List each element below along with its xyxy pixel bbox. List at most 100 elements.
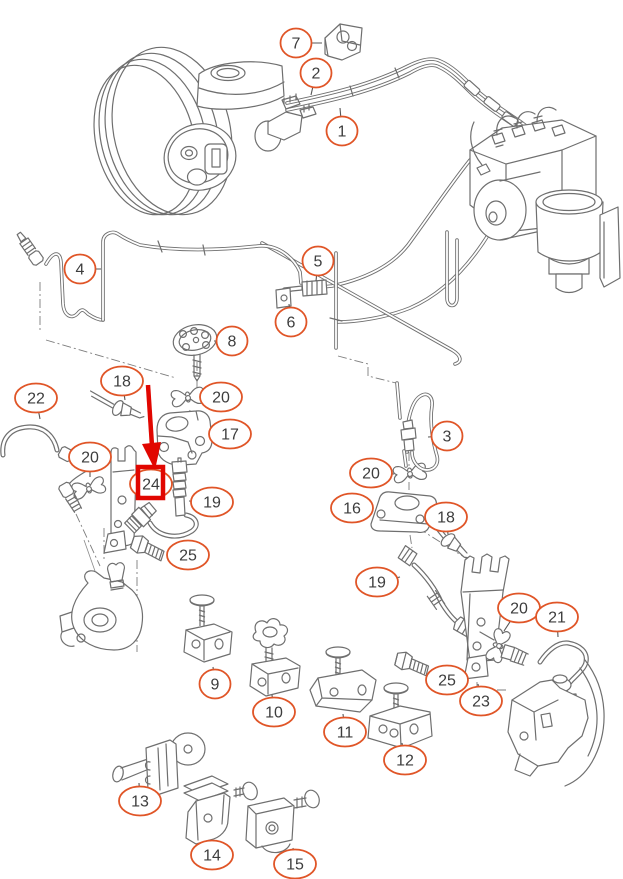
clip-11-drawing — [309, 646, 377, 713]
callout-circle — [198, 668, 232, 700]
callout-circle — [100, 365, 144, 397]
callout-22[interactable]: 22 — [14, 382, 58, 420]
clip-14-drawing — [183, 775, 258, 845]
callout-circle — [424, 501, 468, 533]
callout-number: 23 — [472, 694, 490, 711]
callout-circle — [459, 685, 503, 717]
callout-number: 11 — [337, 725, 354, 742]
callout-25-left[interactable]: 25 — [166, 539, 210, 571]
callout-7[interactable]: 7 — [279, 27, 323, 59]
callout-circle — [68, 441, 112, 473]
callout-20-top[interactable]: 20 — [199, 381, 243, 413]
front-caliper-drawing — [59, 539, 144, 651]
highlight-arrow-shaft — [145, 384, 155, 447]
highlight-arrow-head — [142, 442, 161, 470]
callout-15[interactable]: 15 — [273, 847, 317, 879]
callout-11[interactable]: 11 — [323, 713, 367, 748]
brake-pipes-drawing — [44, 57, 536, 420]
callout-number: 20 — [81, 450, 99, 467]
callout-17[interactable]: 17 — [208, 418, 252, 450]
callout-13[interactable]: 13 — [118, 782, 162, 817]
callout-19-right[interactable]: 19 — [355, 566, 401, 598]
callout-circle — [430, 420, 464, 452]
callout-number: 20 — [212, 390, 230, 407]
bracket-17-drawing — [156, 410, 213, 466]
callout-number: 25 — [438, 673, 456, 690]
highlight-box — [135, 464, 166, 501]
callout-circle — [190, 839, 234, 871]
clip-12-drawing — [367, 682, 433, 749]
callout-number: 19 — [368, 575, 386, 592]
callout-23[interactable]: 23 — [459, 683, 503, 717]
callout-20-mid[interactable]: 20 — [349, 457, 395, 489]
callout-number: 22 — [27, 391, 45, 408]
clip-15-drawing — [245, 789, 320, 854]
callout-number: 16 — [343, 501, 361, 518]
callout-2[interactable]: 2 — [299, 57, 333, 96]
hose-19-left-drawing — [124, 457, 199, 539]
callout-circle — [166, 539, 210, 571]
callout-number: 7 — [292, 36, 301, 53]
callout-circle — [199, 381, 243, 413]
pin-18-left-drawing — [89, 390, 145, 419]
callout-circle — [190, 486, 234, 518]
hose-22-drawing — [0, 424, 90, 513]
callout-3[interactable]: 3 — [427, 420, 464, 452]
callout-number: 20 — [362, 466, 380, 483]
callout-4[interactable]: 4 — [63, 253, 102, 285]
clip-13-drawing — [112, 732, 206, 797]
callout-number: 19 — [203, 495, 221, 512]
rear-caliper-drawing — [507, 659, 605, 787]
callout-number: 15 — [286, 857, 304, 874]
callout-number: 13 — [131, 794, 149, 811]
bolt-25-bottom-drawing — [393, 649, 432, 677]
fluid-reservoir-drawing — [196, 61, 285, 110]
callout-number: 25 — [179, 548, 197, 565]
pipe-4-fitting-drawing — [16, 231, 44, 266]
callout-number: 2 — [312, 66, 321, 83]
callout-circle — [279, 27, 313, 59]
callout-19-left[interactable]: 19 — [188, 486, 234, 518]
callout-18-right[interactable]: 18 — [424, 501, 468, 535]
callout-circle — [330, 492, 374, 524]
clip-9-drawing — [183, 594, 233, 663]
callout-1[interactable]: 1 — [325, 107, 359, 147]
callout-5[interactable]: 5 — [301, 245, 335, 282]
callout-circle — [383, 744, 427, 776]
callout-number: 24 — [142, 477, 160, 494]
callout-circle — [355, 566, 399, 598]
callout-number: 3 — [443, 429, 452, 446]
abs-hydraulic-unit-drawing — [469, 106, 621, 294]
callout-14[interactable]: 14 — [190, 839, 234, 871]
callout-number: 17 — [221, 427, 239, 444]
callout-number: 18 — [113, 374, 131, 391]
callout-circle — [274, 306, 308, 338]
bracket-7-drawing — [324, 23, 363, 61]
callout-12[interactable]: 12 — [383, 742, 427, 776]
callout-number: 18 — [437, 510, 455, 527]
callout-number: 4 — [76, 262, 85, 279]
callout-number: 6 — [287, 315, 296, 332]
callout-18-left[interactable]: 18 — [100, 365, 144, 401]
callout-6[interactable]: 6 — [274, 303, 308, 338]
callout-number: 8 — [228, 334, 237, 351]
callout-circle — [323, 716, 367, 748]
callout-21[interactable]: 21 — [535, 601, 579, 638]
callout-circle — [252, 696, 296, 728]
callout-10[interactable]: 10 — [252, 694, 296, 728]
callout-number: 9 — [211, 677, 220, 694]
callout-20-bottom[interactable]: 20 — [497, 592, 541, 632]
callout-circle — [535, 601, 579, 633]
callout-20-left[interactable]: 20 — [68, 441, 112, 478]
callout-25-bottom[interactable]: 25 — [425, 664, 469, 696]
bolt-25-left-drawing — [128, 532, 168, 562]
callout-9[interactable]: 9 — [198, 666, 232, 700]
callout-number: 10 — [265, 705, 283, 722]
callout-16[interactable]: 16 — [330, 492, 374, 524]
callout-8[interactable]: 8 — [214, 325, 249, 357]
grommet-8-drawing — [172, 324, 218, 382]
callout-circle — [299, 57, 333, 89]
